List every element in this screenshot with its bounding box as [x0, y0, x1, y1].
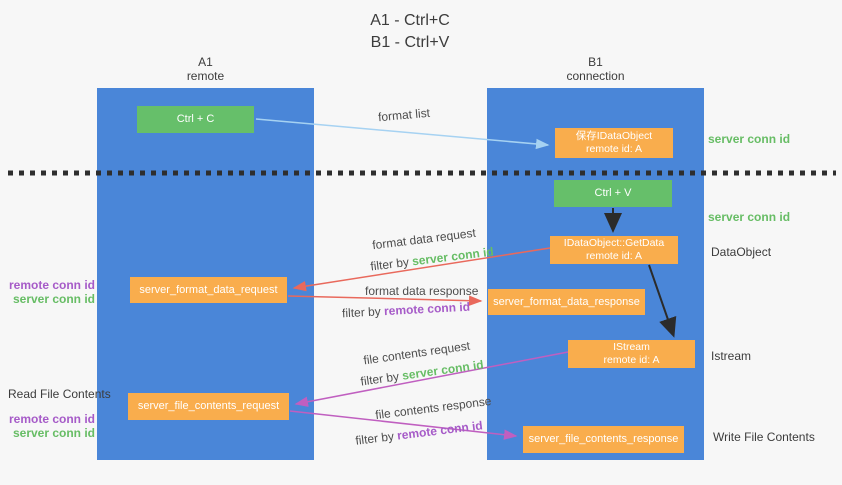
remote-conn-id-label-2: remote conn id [8, 412, 95, 426]
title-line-1: A1 - Ctrl+C [370, 12, 450, 29]
save-idataobject-line2: remote id: A [585, 143, 643, 155]
istream-line2: remote id: A [603, 354, 660, 366]
right-column-role: connection [566, 69, 625, 83]
server-conn-id-label-1: server conn id [12, 292, 95, 306]
right-column-name: B1 [588, 55, 603, 69]
getdata-to-istream-arrow [648, 264, 677, 338]
right-column-header: B1 connection [487, 55, 704, 83]
format-data-response-arrow [287, 295, 483, 306]
format-data-request-arrow [292, 247, 551, 292]
istream-side-label: Istream [711, 349, 752, 363]
getdata-line1: IDataObject::GetData [563, 237, 665, 249]
save-idataobject-line1: 保存IDataObject [575, 130, 653, 142]
istream-node: IStream remote id: A [568, 340, 695, 368]
ctrl-v-node: Ctrl + V [554, 180, 672, 207]
idataobject-getdata-node: IDataObject::GetData remote id: A [550, 236, 678, 264]
ctrl-v-label: Ctrl + V [594, 187, 632, 199]
file-contents-response-arrow [289, 410, 518, 440]
ctrl-c-node: Ctrl + C [137, 106, 254, 133]
getdata-line2: remote id: A [585, 250, 643, 262]
istream-line1: IStream [613, 341, 650, 353]
diagram-title: A1 - Ctrl+C B1 - Ctrl+V [0, 10, 820, 54]
save-idataobject-node: 保存IDataObject remote id: A [555, 128, 673, 158]
filter-by-text: filter by [341, 304, 385, 321]
server-conn-id-label-2: server conn id [12, 426, 95, 440]
file-contents-request-arrow [294, 351, 569, 407]
server-format-data-request-node: server_format_data_request [130, 277, 287, 303]
server-file-contents-request-node: server_file_contents_request [128, 393, 289, 420]
ctrl-c-label: Ctrl + C [176, 113, 215, 125]
dataobject-side-label: DataObject [711, 245, 772, 259]
server-file-contents-response-node: server_file_contents_response [523, 426, 684, 453]
title-line-2: B1 - Ctrl+V [370, 34, 450, 51]
server-format-data-response-label: server_format_data_response [493, 295, 640, 308]
left-conn-id-block-1: remote conn id server conn id [0, 278, 95, 306]
left-column-header: A1 remote [97, 55, 314, 83]
format-list-arrow [255, 118, 550, 150]
server-conn-id-mid-label: server conn id [708, 210, 791, 224]
remote-conn-id-label-1: remote conn id [8, 278, 95, 292]
server-file-contents-request-label: server_file_contents_request [137, 400, 280, 412]
read-file-contents-label: Read File Contents [8, 387, 111, 401]
left-column-role: remote [186, 69, 225, 83]
server-conn-id-top-label: server conn id [708, 132, 791, 146]
server-file-contents-response-label: server_file_contents_response [528, 433, 679, 445]
left-conn-id-block-2: remote conn id server conn id [0, 412, 95, 440]
write-file-contents-label: Write File Contents [713, 430, 815, 444]
format-data-response-label: format data response [365, 284, 479, 298]
server-format-data-response-node: server_format_data_response [488, 289, 645, 315]
left-column-name: A1 [198, 55, 213, 69]
server-format-data-request-label: server_format_data_request [139, 283, 278, 296]
